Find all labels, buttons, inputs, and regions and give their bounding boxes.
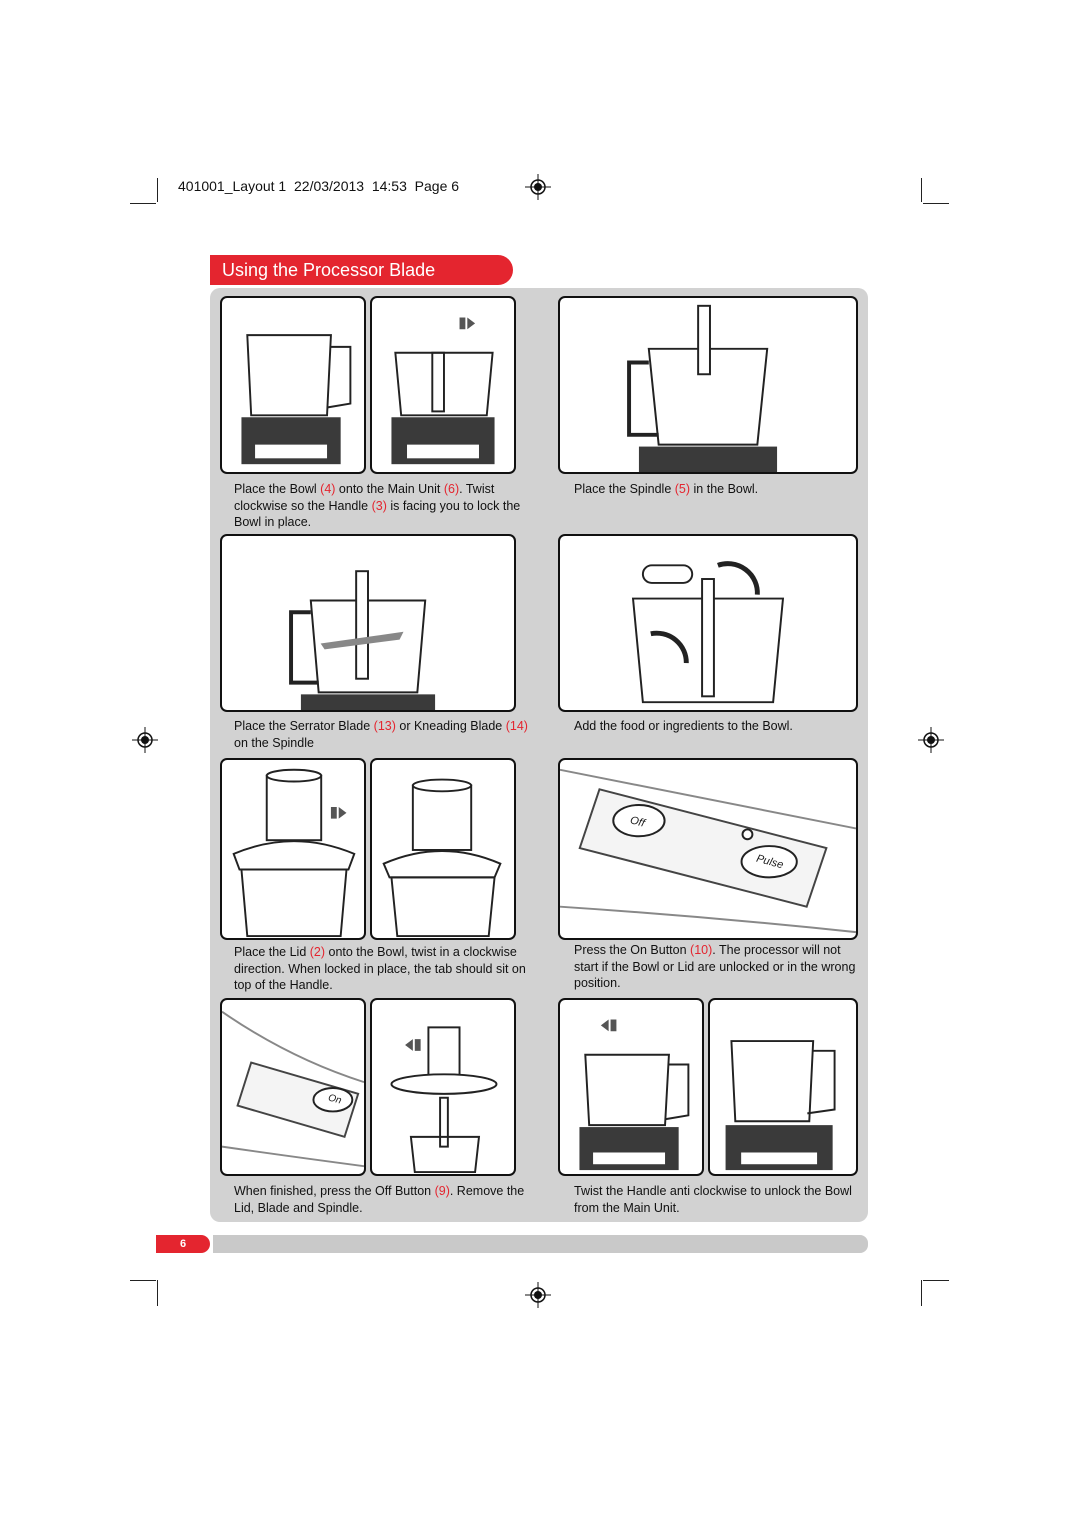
step-7-caption: When finished, press the Off Button (9).…	[234, 1184, 525, 1215]
step-6-caption: Press the On Button (10). The processor …	[574, 943, 856, 990]
illustration-lid-on-bowl	[220, 758, 366, 940]
illustration-add-food	[558, 534, 858, 712]
illustration-lid-locked	[370, 758, 516, 940]
crop-mark	[130, 203, 156, 204]
section-title: Using the Processor Blade	[210, 255, 513, 285]
illustration-serrator-blade	[220, 534, 516, 712]
crop-mark	[130, 1280, 156, 1281]
registration-mark-icon	[918, 727, 944, 753]
step-3-caption: Place the Serrator Blade (13) or Kneadin…	[234, 719, 528, 750]
illustration-control-panel: Off Pulse	[558, 758, 858, 940]
step-1-caption: Place the Bowl (4) onto the Main Unit (6…	[234, 482, 521, 529]
illustration-off-button: On	[220, 998, 366, 1176]
illustration-bowl-on-unit	[220, 296, 366, 474]
footer-bar	[213, 1235, 868, 1253]
crop-mark	[157, 1280, 158, 1306]
print-slug: 401001_Layout 1 22/03/2013 14:53 Page 6	[178, 178, 460, 194]
registration-mark-icon	[132, 727, 158, 753]
registration-mark-icon	[525, 1282, 551, 1308]
illustration-spindle-in-bowl	[558, 296, 858, 474]
step-5-caption: Place the Lid (2) onto the Bowl, twist i…	[234, 945, 526, 992]
illustration-bowl-removed	[708, 998, 858, 1176]
illustration-unlock-bowl	[558, 998, 704, 1176]
illustration-remove-lid	[370, 998, 516, 1176]
crop-mark	[921, 178, 922, 202]
crop-mark	[923, 203, 949, 204]
step-2-caption: Place the Spindle (5) in the Bowl.	[574, 482, 759, 496]
registration-mark-icon	[525, 174, 551, 200]
crop-mark	[157, 178, 158, 202]
crop-mark	[921, 1280, 922, 1306]
step-4-caption: Add the food or ingredients to the Bowl.	[574, 719, 793, 733]
illustration-bowl-twist	[370, 296, 516, 474]
page-number: 6	[156, 1235, 210, 1253]
crop-mark	[923, 1280, 949, 1281]
step-8-caption: Twist the Handle anti clockwise to unloc…	[574, 1184, 852, 1215]
